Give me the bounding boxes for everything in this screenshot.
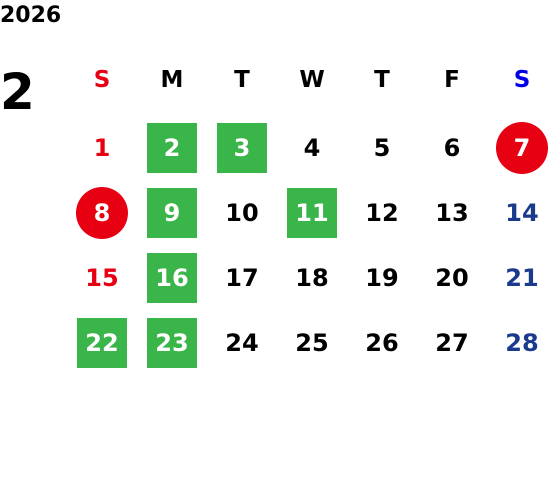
- calendar-month: 2: [0, 63, 35, 121]
- day-marker: [496, 121, 548, 174]
- day-cell: 11: [277, 180, 347, 245]
- day-cell: 10: [207, 180, 277, 245]
- day-number: 14: [505, 198, 539, 227]
- day-number: 3: [233, 133, 251, 162]
- day-cell: 12: [347, 180, 417, 245]
- day-cell: 6: [417, 115, 487, 180]
- weekday-header-wednesday: W: [299, 67, 325, 93]
- day-cell: 24: [207, 310, 277, 375]
- day-cell: 2: [137, 115, 207, 180]
- day-number: 15: [85, 263, 119, 292]
- weekday-header-tuesday: T: [234, 67, 250, 93]
- weekday-header-thursday: T: [374, 67, 390, 93]
- day-number: 10: [225, 198, 259, 227]
- day-number: 28: [505, 328, 539, 357]
- day-number: 22: [85, 328, 119, 357]
- day-cell: 22: [67, 310, 137, 375]
- day-number: 13: [435, 198, 469, 227]
- day-cell: 18: [277, 245, 347, 310]
- day-cell: 28: [487, 310, 548, 375]
- day-cell: 21: [487, 245, 548, 310]
- weekday-header-friday: F: [444, 67, 460, 93]
- day-cell: 4: [277, 115, 347, 180]
- day-cell: 13: [417, 180, 487, 245]
- day-cell: 7: [487, 115, 548, 180]
- day-cell: 20: [417, 245, 487, 310]
- day-number: 7: [513, 133, 531, 162]
- week-row: 8 9 10 11 12 13 14: [67, 180, 548, 245]
- day-number: 1: [93, 133, 111, 162]
- day-number: 4: [303, 133, 321, 162]
- day-cell: 9: [137, 180, 207, 245]
- day-cell: 8: [67, 180, 137, 245]
- day-marker: [217, 122, 267, 173]
- day-number: 21: [505, 263, 539, 292]
- calendar-year: 2026: [0, 3, 62, 28]
- day-number: 11: [295, 198, 329, 227]
- day-cell: 5: [347, 115, 417, 180]
- week-row: 15 16 17 18 19 20 21: [67, 245, 548, 310]
- week-row: 22 23 24 25 26 27 28: [67, 310, 548, 375]
- day-number: 8: [93, 198, 111, 227]
- day-cell: 14: [487, 180, 548, 245]
- day-number: 2: [163, 133, 181, 162]
- day-number: 20: [435, 263, 469, 292]
- day-marker: [147, 252, 197, 303]
- day-number: 25: [295, 328, 329, 357]
- weekday-header-row: S M T W T F S: [67, 45, 548, 115]
- day-number: 9: [163, 198, 181, 227]
- day-number: 12: [365, 198, 399, 227]
- day-number: 27: [435, 328, 469, 357]
- day-number: 17: [225, 263, 259, 292]
- day-marker: [147, 317, 197, 368]
- day-cell: 17: [207, 245, 277, 310]
- week-row: 1 2 3 4 5 6 7: [67, 115, 548, 180]
- day-cell: 15: [67, 245, 137, 310]
- day-number: 24: [225, 328, 259, 357]
- day-cell: 23: [137, 310, 207, 375]
- day-cell: 16: [137, 245, 207, 310]
- weekday-header-sunday: S: [93, 67, 111, 93]
- day-marker: [147, 187, 197, 238]
- day-number: 26: [365, 328, 399, 357]
- day-number: 18: [295, 263, 329, 292]
- day-marker: [147, 122, 197, 173]
- day-marker: [287, 187, 337, 238]
- day-number: 6: [443, 133, 461, 162]
- day-cell: 3: [207, 115, 277, 180]
- day-number: 5: [373, 133, 391, 162]
- day-number: 19: [365, 263, 399, 292]
- day-marker: [77, 317, 127, 368]
- day-cell: 25: [277, 310, 347, 375]
- calendar-grid: S M T W T F S 1 2 3 4 5 6 7 8 9 10 11 12…: [67, 45, 548, 375]
- day-cell: 26: [347, 310, 417, 375]
- day-number: 16: [155, 263, 189, 292]
- day-cell: 1: [67, 115, 137, 180]
- day-number: 23: [155, 328, 189, 357]
- day-cell: 27: [417, 310, 487, 375]
- weekday-header-saturday: S: [513, 67, 531, 93]
- day-marker: [76, 186, 128, 239]
- weekday-header-monday: M: [160, 67, 184, 93]
- day-cell: 19: [347, 245, 417, 310]
